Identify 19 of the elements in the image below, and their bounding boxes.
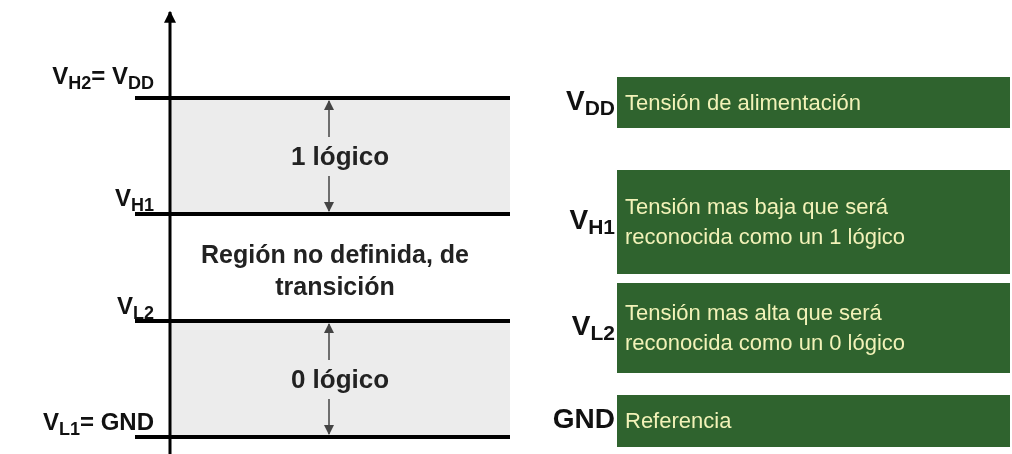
level-label: V$_{H1}$ bbox=[569, 206, 615, 234]
description-text: Tensión mas baja que será reconocida como un 1 lógico bbox=[625, 193, 907, 251]
level-label: V$_{DD}$ bbox=[565, 86, 615, 115]
level-label: V$_{L1}$= GND bbox=[42, 407, 154, 440]
region-label: Región no definida, de transición bbox=[200, 239, 470, 302]
description-text: Tensión de alimentación bbox=[625, 88, 863, 117]
level-label: V$_{L2}$ bbox=[571, 312, 615, 340]
description-box bbox=[617, 283, 1010, 373]
logic-band bbox=[170, 321, 510, 437]
description-box bbox=[617, 170, 1010, 274]
level-label: V$_{H2}$= V$_{DD}$ bbox=[52, 61, 154, 94]
level-label: V$_{H1}$ bbox=[114, 183, 154, 216]
description-box bbox=[617, 77, 1010, 128]
level-label: V$_{L2}$ bbox=[116, 291, 154, 324]
description-box bbox=[617, 395, 1010, 447]
level-label: GND bbox=[552, 405, 615, 433]
description-text: Tensión mas alta que será reconocida como un 0 lógico bbox=[625, 299, 907, 357]
description-text: Referencia bbox=[625, 407, 733, 435]
logic-band bbox=[170, 98, 510, 214]
